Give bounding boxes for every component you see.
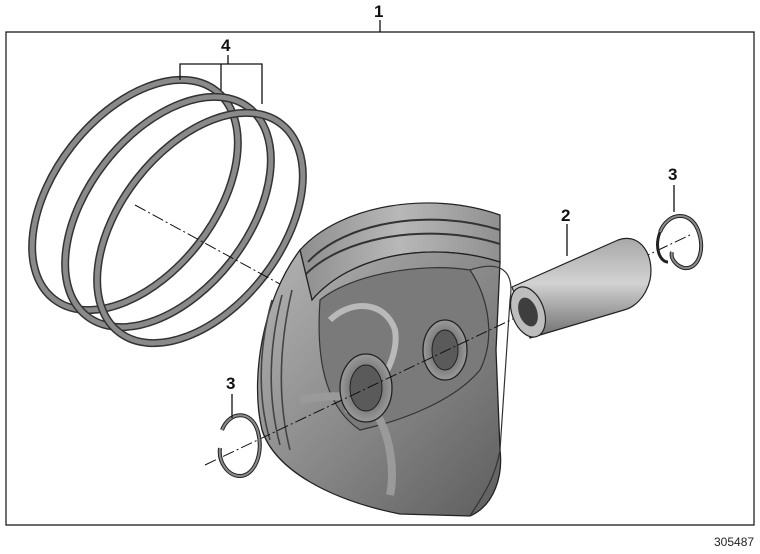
document-number: 305487 — [714, 535, 754, 549]
piston-ring-outer — [28, 75, 242, 315]
ring-axis — [134, 204, 301, 296]
circlip-left: 3 — [217, 374, 262, 479]
piston-ring-inner — [93, 108, 307, 348]
label-circlip-left: 3 — [226, 374, 235, 393]
piston — [256, 202, 512, 517]
label-circlip-right: 3 — [668, 165, 677, 184]
label-piston-rings: 4 — [221, 36, 231, 55]
rings-bracket: 4 — [179, 36, 263, 104]
assembly-bracket: 1 — [5, 2, 755, 526]
piston-rings: 4 — [28, 36, 307, 348]
piston-ring-middle — [61, 92, 275, 332]
label-piston-pin: 2 — [561, 206, 570, 225]
assembly-frame — [5, 31, 755, 526]
circlip-right: 3 — [656, 165, 704, 271]
piston-pin: 2 — [509, 206, 652, 339]
label-assembly: 1 — [374, 2, 383, 21]
pin-body — [511, 237, 652, 339]
